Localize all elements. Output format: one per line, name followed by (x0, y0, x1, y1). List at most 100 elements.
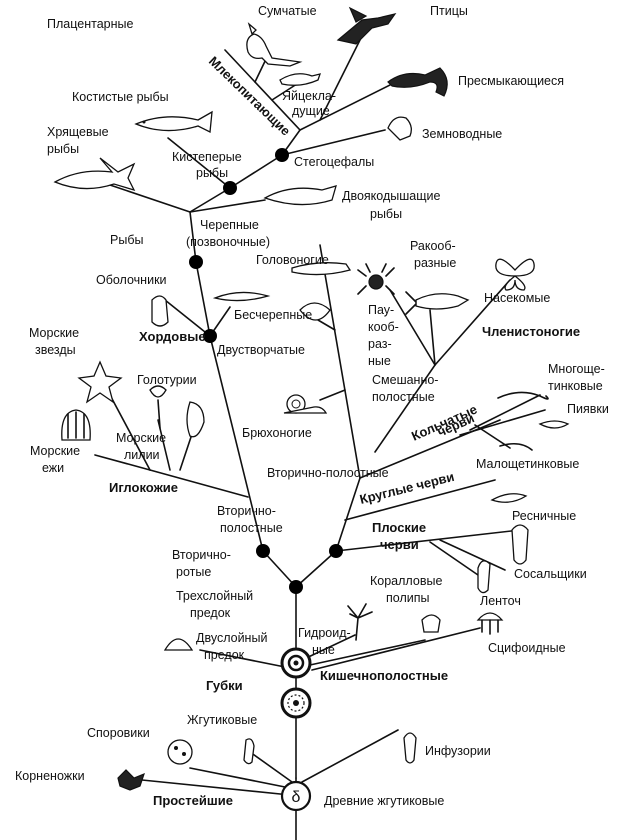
branch-roundworms (344, 479, 496, 521)
label-hydroids-1: Гидроид- (298, 626, 351, 640)
label-ancient-flagellates: Древние жгутиковые (324, 794, 444, 808)
sponge-circle-icon (280, 687, 312, 719)
oligochaete-icon (499, 442, 533, 451)
label-acrania: Бесчерепные (234, 308, 312, 322)
label-triploblast-1: Трехслойный (176, 589, 253, 603)
label-crinoids-2: лилии (124, 448, 160, 462)
label-marsupials: Сумчатые (258, 4, 317, 18)
label-reptiles: Пресмыкающиеся (458, 74, 564, 88)
label-flatworms-1: Плоские (372, 520, 426, 535)
branch-flagellates (249, 751, 293, 783)
label-mixocoel-1: Смешанно- (372, 373, 438, 387)
branch-deuterostome-stem (262, 550, 297, 588)
label-secondary-coelom-2: полостные (220, 521, 283, 535)
branch-protostome-trunk (335, 477, 361, 552)
branch-cartilaginous (109, 184, 191, 213)
branch-to-stego (229, 154, 283, 189)
label-diploblast-1: Двуслойный (196, 631, 267, 645)
label-starfish-2: звезды (35, 343, 76, 357)
branch-echinoderms (149, 469, 249, 498)
fluke-icon (511, 524, 529, 565)
label-corals-2: полипы (386, 591, 429, 605)
sea-urchin-icon (61, 409, 91, 441)
node-chordates (203, 329, 217, 343)
label-craniates-2: (позвоночные) (186, 235, 270, 249)
protozoa-root-circle: δ (280, 780, 312, 812)
label-craniates-1: Черепные (200, 218, 259, 232)
label-secondary-coelom-upper: Вторично-полостные (267, 466, 389, 480)
branch-scyphozoa (311, 627, 481, 671)
lungfish-icon (263, 185, 337, 206)
tunicate-icon (151, 295, 169, 327)
label-crustaceans-1: Ракооб- (410, 239, 456, 253)
label-lobe-fin-1: Кистеперые (172, 150, 242, 164)
label-echinoderms: Иглокожие (109, 480, 178, 495)
label-turbellaria: Ресничные (512, 509, 576, 523)
label-chordates: Хордовые (139, 329, 206, 344)
label-sporozoa: Споровики (87, 726, 150, 740)
label-cnidarians: Кишечнополостные (320, 668, 448, 683)
label-amphibians: Земноводные (422, 127, 502, 141)
amoeba-icon (117, 769, 145, 791)
nodes (189, 148, 343, 594)
branch-protostome-stem (295, 550, 337, 588)
diploblast-icon (163, 638, 194, 651)
branch-mollusk-stem (319, 244, 361, 479)
leech-icon (538, 420, 570, 429)
branch-bivalves (317, 319, 336, 331)
label-cephalopods: Головоногие (256, 253, 329, 267)
branch-flukes (439, 539, 506, 571)
label-scyphozoa: Сцифоидные (488, 641, 566, 655)
label-fish: Рыбы (110, 233, 143, 247)
label-flukes: Сосальщики (514, 567, 587, 581)
lizard-icon (387, 67, 448, 97)
label-arachnids-3: раз- (368, 337, 392, 351)
label-rhizopods: Корненожки (15, 769, 85, 783)
jellyfish-icon (476, 612, 504, 635)
node-protostomes (329, 544, 343, 558)
node-triploblast (289, 580, 303, 594)
platypus-icon (279, 73, 321, 86)
branch-gastropods (319, 389, 346, 401)
label-tunicates: Оболочники (96, 273, 167, 287)
hydra-icon (347, 603, 373, 641)
label-tapeworms: Ленточ (480, 594, 521, 608)
node-deuterostomes (256, 544, 270, 558)
label-cartilaginous-2: рыбы (47, 142, 79, 156)
label-starfish-1: Морские (29, 326, 79, 340)
node-lobefin (223, 181, 237, 195)
snail-icon (283, 394, 328, 414)
branch-ciliates (301, 729, 399, 783)
label-sponges: Губки (206, 678, 243, 693)
organism-pictures (53, 6, 570, 791)
label-bony-fish: Костистые рыбы (72, 90, 169, 104)
crinoid-icon (149, 385, 167, 429)
label-lungfish-2: рыбы (370, 207, 402, 221)
label-protozoa: Простейшие (153, 793, 233, 808)
branch-leeches (459, 409, 546, 436)
lancelet-icon (212, 291, 271, 302)
label-diploblast-2: предок (204, 648, 245, 662)
label-bivalves: Двустворчатые (217, 343, 305, 357)
labels: Плацентарные Сумчатые Птицы Млекопитающи… (15, 4, 609, 808)
branches (94, 39, 546, 840)
branch-starfish (109, 394, 151, 471)
branch-flatworms (335, 529, 521, 552)
coral-icon (421, 614, 441, 633)
tapeworm-icon (477, 560, 491, 594)
branch-crustaceans (429, 309, 436, 366)
label-mammals: Млекопитающие (206, 53, 294, 138)
ciliate-icon (403, 732, 417, 764)
label-birds: Птицы (430, 4, 468, 18)
branch-vertebrate-trunk (189, 211, 197, 263)
label-lobe-fin-2: рыбы (196, 166, 228, 180)
branch-amphibians (281, 129, 386, 156)
label-polychaete-1: Многоще- (548, 362, 605, 376)
label-arachnids-2: кооб- (368, 320, 399, 334)
branch-tunicates (164, 299, 211, 337)
label-cartilaginous-1: Хрящевые (47, 125, 109, 139)
branch-hydroids (301, 634, 356, 661)
label-mixocoel-2: полостные (372, 390, 435, 404)
